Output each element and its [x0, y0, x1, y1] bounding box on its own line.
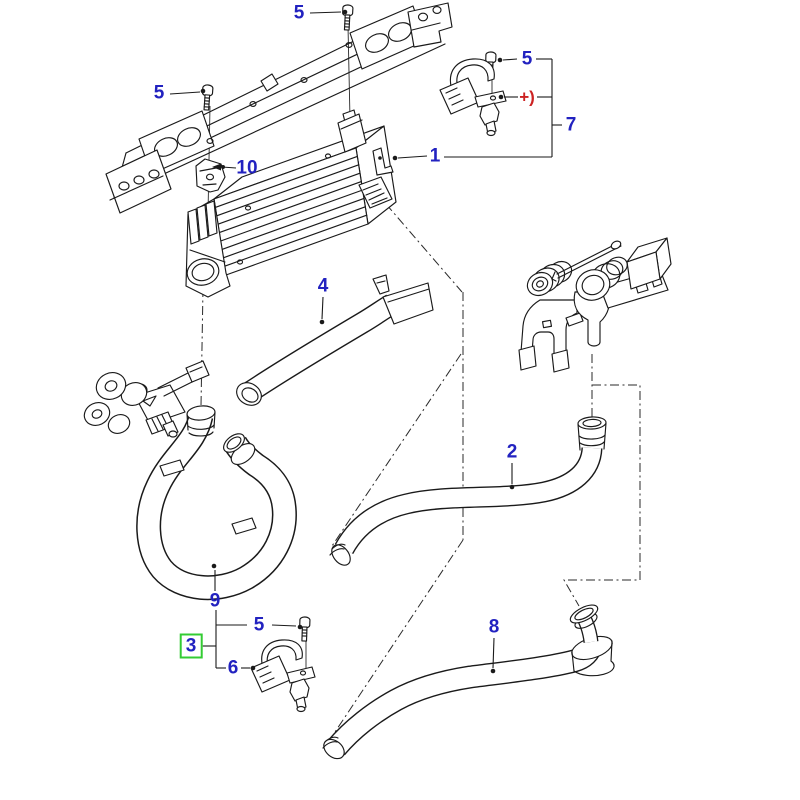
callout-10-bracket[interactable]: 10 — [236, 157, 258, 179]
callout-6-lower-sensor[interactable]: 6 — [227, 657, 239, 679]
callout-9-loop-hose[interactable]: 9 — [209, 590, 221, 612]
callout-5-top-bolt[interactable]: 5 — [293, 2, 305, 24]
bottom-intercooler-hose — [322, 604, 615, 760]
top-bolt — [342, 4, 354, 31]
leader-lines — [169, 9, 562, 674]
callout-plus-marker: +) — [519, 87, 535, 107]
callout-1-intercooler[interactable]: 1 — [429, 145, 441, 167]
callout-5-sensor-bolt-upper[interactable]: 5 — [521, 48, 533, 70]
boost-solenoid-valve-assembly — [518, 237, 672, 373]
radiator-support-crossmember — [105, 2, 453, 214]
callout-7-sensor-kit[interactable]: 7 — [565, 114, 577, 136]
callout-2-right-hose[interactable]: 2 — [506, 441, 518, 463]
loop-intercooler-hose — [136, 405, 297, 601]
lower-sensor-bolt — [299, 616, 311, 642]
right-intercooler-hose — [329, 416, 607, 566]
callout-5-sensor-bolt-lower[interactable]: 5 — [253, 614, 265, 636]
callout-4-upper-hose[interactable]: 4 — [317, 275, 329, 297]
lower-map-sensor — [250, 639, 316, 713]
vacuum-valve-assembly — [83, 360, 210, 438]
left-bolt — [201, 84, 214, 111]
callout-3-selected-part[interactable]: 3 — [179, 633, 203, 659]
intercooler — [185, 109, 397, 298]
callout-5-left-bolt[interactable]: 5 — [153, 82, 165, 104]
callout-8-bottom-hose[interactable]: 8 — [488, 616, 500, 638]
upper-map-sensor — [439, 58, 507, 137]
upper-intercooler-hose — [236, 274, 434, 406]
